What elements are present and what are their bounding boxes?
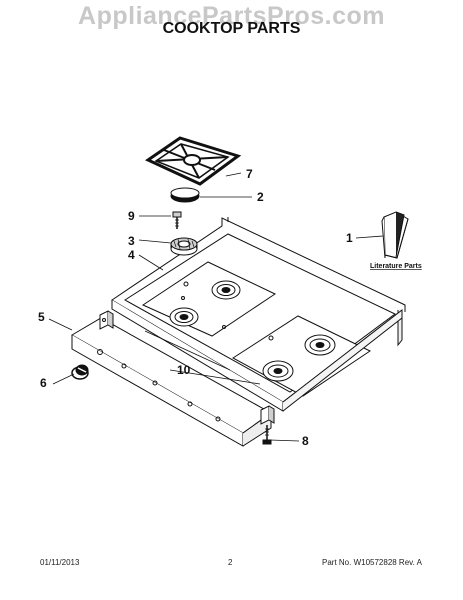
- burner-grate: [144, 136, 242, 186]
- footer-part-number: Part No. W10572828 Rev. A: [322, 558, 422, 567]
- burner-right-front: [262, 360, 294, 382]
- left-bracket: [99, 310, 114, 330]
- right-bracket: [260, 405, 275, 425]
- burner-cap: [170, 187, 200, 203]
- callout-10: 10: [177, 363, 191, 377]
- callout-9: 9: [128, 209, 135, 223]
- watermark-text: AppliancePartsPros.com: [78, 2, 385, 30]
- callout-2: 2: [257, 190, 264, 204]
- callout-6: 6: [40, 376, 47, 390]
- burner-left-front: [169, 307, 199, 327]
- burner-left-rear: [211, 280, 241, 300]
- callout-1: 1: [346, 231, 353, 245]
- callout-5: 5: [38, 310, 45, 324]
- manifold-panel: [71, 317, 272, 447]
- footer-date: 01/11/2013: [40, 558, 80, 567]
- footer-page-number: 2: [228, 558, 233, 567]
- literature-book-icon: [381, 211, 409, 259]
- callout-7: 7: [246, 167, 253, 181]
- callout-8: 8: [302, 434, 309, 448]
- page-title: COOKTOP PARTS: [162, 20, 301, 37]
- literature-label: Literature Parts: [370, 263, 422, 270]
- screw: [172, 211, 182, 229]
- screw-bottom: [262, 425, 272, 445]
- burner-right-rear: [304, 334, 336, 356]
- callout-4: 4: [128, 248, 135, 262]
- control-knob: [71, 364, 89, 380]
- burner-head: [170, 237, 198, 256]
- leader-lines: [48, 172, 384, 442]
- callout-3: 3: [128, 234, 135, 248]
